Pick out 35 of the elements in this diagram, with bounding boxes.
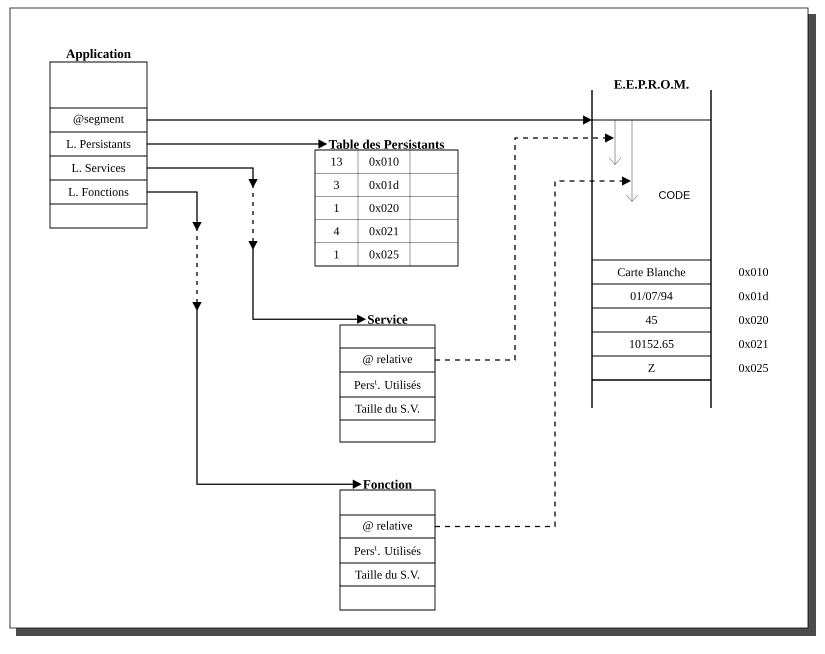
field-cell: Taille du S.V. [340,396,436,420]
field-cell: L. Services [50,156,148,180]
address-label: 0x021 [739,340,768,348]
table-cell: 1 [334,250,339,258]
memory-cell: 10152.65 [592,332,712,356]
table-cell: 3 [334,180,340,189]
field-cell: L. Persistants [50,132,148,156]
table-cell: 1 [334,204,339,212]
memory-cell: Carte Blanche [592,260,712,284]
table-cell: 13 [332,158,342,166]
table-cell: 0x020 [369,204,399,212]
node-label: Table des Persistants [328,140,444,149]
memory-cell: Z [592,356,712,380]
field-cell: Pers$^{t}$. Utilisés [340,538,436,564]
field-cell: @ relative [340,348,436,372]
node-label: Fonction [363,480,412,489]
field-cell: @ relative [340,514,436,538]
node-label: Application [66,49,131,61]
field-cell: Taille du S.V. [340,562,436,586]
field-cell: L. Fonctions [50,180,148,204]
memory-cell: 45 [592,308,712,332]
address-label: 0x020 [739,316,768,324]
table-cell: 0x021 [369,227,398,236]
table-cell: 4 [334,227,340,236]
address-label: 0x010 [739,268,768,276]
address-label: 0x01d [739,292,768,300]
address-label: 0x025 [739,364,768,372]
node-label: Service [368,314,408,324]
code-area: CODE [592,120,712,260]
table-cell: 0x010 [369,158,399,166]
field-cell: @segment [50,108,148,132]
memory-cell: 01/07/94 [592,284,712,308]
table-cell: 0x01d [369,180,399,190]
table-cell: 0x025 [369,250,399,258]
field-cell: Pers$^{t}$. Utilisés [340,372,436,398]
